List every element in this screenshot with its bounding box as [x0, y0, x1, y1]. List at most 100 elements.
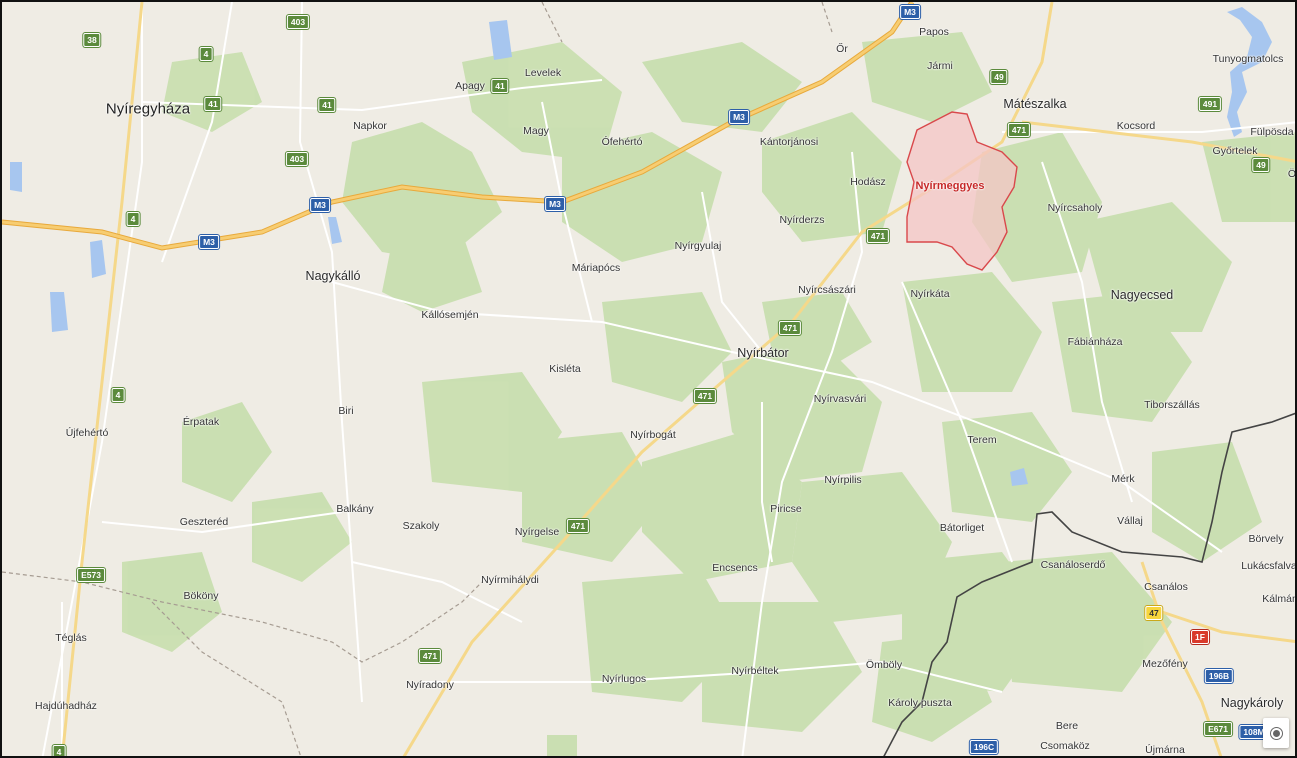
place-nyirkata[interactable]: Nyírkáta [910, 288, 950, 300]
road-shield-471: 471 [418, 649, 442, 663]
road-shield-4: 4 [52, 745, 66, 756]
motorway-shield-m3: M3 [900, 5, 920, 19]
place-fabianhaza[interactable]: Fábiánháza [1067, 336, 1123, 348]
place-magy[interactable]: Magy [523, 125, 549, 137]
place-nyirpilis[interactable]: Nyírpilis [824, 474, 862, 486]
place-lukacsfalva[interactable]: Lukácsfalva [1241, 560, 1297, 572]
place-tunyogmatolcs[interactable]: Tunyogmatolcs [1212, 53, 1284, 65]
road-shield-4: 4 [111, 388, 125, 402]
place-szakoly[interactable]: Szakoly [402, 520, 440, 532]
place-nyirgelse[interactable]: Nyírgelse [514, 526, 560, 538]
road-shield-49: 49 [990, 70, 1008, 84]
road-shield-491: 491 [1198, 97, 1222, 111]
road-shield-471: 471 [778, 321, 802, 335]
place-ujfeherto[interactable]: Újfehértó [65, 427, 109, 439]
place-omboly[interactable]: Ömböly [865, 659, 903, 671]
place-csomakoz[interactable]: Csomaköz [1040, 740, 1090, 752]
road-shield-1f: 1F [1191, 630, 1209, 644]
place-nyirvasvari[interactable]: Nyírvasvári [813, 393, 867, 405]
place-biri[interactable]: Biri [338, 405, 354, 417]
place-kalman[interactable]: Kálmán [1262, 593, 1297, 605]
place-merk[interactable]: Mérk [1111, 473, 1135, 485]
place-nyirlugos[interactable]: Nyírlugos [601, 673, 647, 685]
crosshair-icon [1272, 729, 1280, 737]
place-tiborszallas[interactable]: Tiborszállás [1144, 399, 1200, 411]
place-teglas[interactable]: Téglás [55, 632, 87, 644]
motorway-shield-m3: M3 [729, 110, 749, 124]
motorway-shield-m3: M3 [545, 197, 565, 211]
road-shield-4: 4 [126, 212, 140, 226]
place-fulposdaro[interactable]: Fülpösda [1250, 126, 1294, 138]
place-o[interactable]: Ö [1287, 168, 1297, 180]
place-jarmi[interactable]: Jármi [927, 60, 953, 72]
road-shield-196b: 196B [1204, 669, 1234, 683]
road-shield-47: 47 [1145, 606, 1163, 620]
county-borders [2, 2, 833, 756]
place-mezofeny[interactable]: Mezőfény [1142, 658, 1188, 670]
motorway-shield-m3: M3 [310, 198, 330, 212]
highlighted-place-label[interactable]: Nyírmeggyes [915, 180, 985, 192]
place-nyiradony[interactable]: Nyíradony [406, 679, 454, 691]
place-balkany[interactable]: Balkány [336, 503, 374, 515]
place-nyircsaholy[interactable]: Nyírcsaholy [1047, 202, 1103, 214]
place-hajduhadhaz[interactable]: Hajdúhadház [35, 700, 97, 712]
road-shield-41: 41 [491, 79, 509, 93]
place-nyirmihalydi[interactable]: Nyírmihálydi [481, 574, 539, 586]
road-shield-108m: 108M [1239, 725, 1269, 739]
place-papos[interactable]: Papos [919, 26, 949, 38]
place-encsencs[interactable]: Encsencs [712, 562, 758, 574]
road-shield-471: 471 [1007, 123, 1031, 137]
place-erpatak[interactable]: Érpatak [182, 416, 220, 428]
place-gyortelek[interactable]: Győrtelek [1212, 145, 1258, 157]
road-shield-38: 38 [83, 33, 101, 47]
place-nagyecsed[interactable]: Nagyecsed [1110, 288, 1174, 302]
my-location-button[interactable] [1263, 718, 1289, 748]
place-levelek[interactable]: Levelek [524, 67, 562, 79]
place-kisleta[interactable]: Kisléta [549, 363, 581, 375]
place-piricse[interactable]: Piricse [770, 503, 802, 515]
place-or[interactable]: Őr [836, 43, 848, 55]
place-terem[interactable]: Terem [967, 434, 997, 446]
place-nyirderzs[interactable]: Nyírderzs [779, 214, 825, 226]
place-bokony[interactable]: Bököny [183, 590, 219, 602]
place-nyirgyulaj[interactable]: Nyírgyulaj [674, 240, 722, 252]
place-nyirbogat[interactable]: Nyírbogát [630, 429, 676, 441]
place-csanaloserdo[interactable]: Csanáloserdő [1040, 559, 1106, 571]
place-mateszalka[interactable]: Mátészalka [1003, 97, 1067, 111]
place-nyirbeltek[interactable]: Nyírbéltek [731, 665, 779, 677]
place-apagy[interactable]: Apagy [455, 80, 485, 92]
place-ofeherto[interactable]: Ófehértó [601, 136, 643, 148]
road-shield-471: 471 [566, 519, 590, 533]
road-shield-196c: 196C [969, 740, 999, 754]
place-nyirbator[interactable]: Nyírbátor [737, 346, 789, 360]
place-bere[interactable]: Bere [1055, 720, 1079, 732]
place-batorliget[interactable]: Bátorliget [939, 522, 985, 534]
place-vallaj[interactable]: Vállaj [1117, 515, 1143, 527]
road-shield-41: 41 [204, 97, 222, 111]
place-kantorjanosi[interactable]: Kántorjánosi [759, 136, 819, 148]
road-shield-471: 471 [866, 229, 890, 243]
place-geszterd[interactable]: Geszteréd [179, 516, 229, 528]
place-borvely[interactable]: Börvely [1248, 533, 1284, 545]
highlighted-area-outline [906, 111, 1018, 271]
place-csanalos[interactable]: Csanálos [1144, 581, 1188, 593]
place-nyiregyhaza[interactable]: Nyíregyháza [105, 100, 191, 118]
water-bodies [10, 7, 1272, 486]
place-nagykallo[interactable]: Nagykálló [305, 269, 361, 283]
place-hodasz[interactable]: Hodász [850, 176, 886, 188]
road-shield-e671: E671 [1204, 722, 1232, 736]
place-kocsord[interactable]: Kocsord [1116, 120, 1156, 132]
road-shield-41: 41 [318, 98, 336, 112]
place-napkor[interactable]: Napkor [353, 120, 387, 132]
place-nagykaroly[interactable]: Nagykároly [1220, 696, 1284, 710]
place-mariapocs[interactable]: Máriapócs [571, 262, 621, 274]
place-karolypuszta[interactable]: Károly puszta [888, 697, 952, 709]
place-ujmarna[interactable]: Újmárna [1145, 744, 1185, 756]
place-kallosemjen[interactable]: Kállósemjén [421, 309, 479, 321]
road-shield-403: 403 [285, 152, 309, 166]
motorway-shield-m3: M3 [199, 235, 219, 249]
motorway-m3 [2, 2, 915, 251]
place-nyircsaszari[interactable]: Nyírcsászári [798, 284, 856, 296]
